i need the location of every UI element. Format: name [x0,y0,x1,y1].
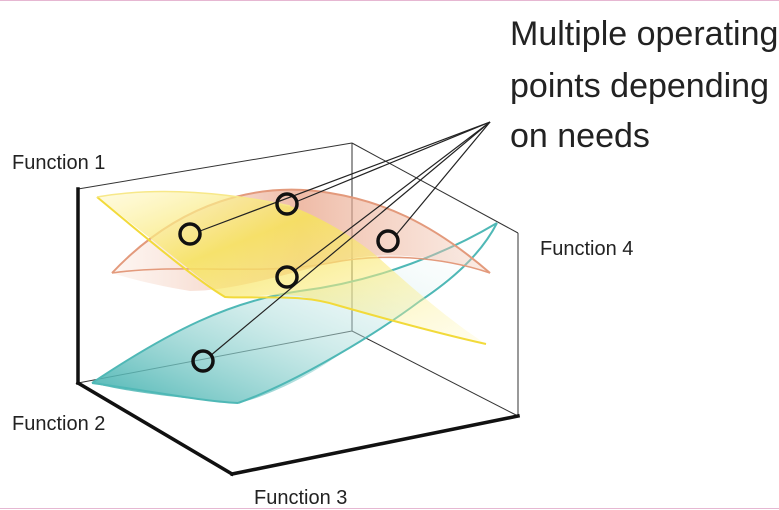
callout-line1: Multiple operating [510,15,778,53]
label-function4: Function 4 [540,238,633,260]
callout-text: Multiple operating points depending on n… [510,15,778,155]
operating-point-marker [178,222,202,246]
callout-line-4 [293,121,491,272]
main-axes [75,187,521,477]
label-function3: Function 3 [254,487,347,509]
callout-lines [199,121,491,357]
label-function2: Function 2 [12,413,105,435]
axis-front-floor [229,413,521,477]
callout-line3: on needs [510,117,650,155]
callout-line-3 [395,121,491,236]
callout-line-1 [199,121,491,232]
callout-line2: points depending [510,67,769,105]
callout-line-2 [297,121,491,202]
label-function1: Function 1 [12,152,105,174]
box-edge-top-back [77,142,353,190]
operating-points [178,192,400,373]
operating-point-marker [376,229,400,253]
box-edge-floor-right [351,330,519,417]
operating-point-marker [191,349,215,373]
callout-line-5 [209,121,491,357]
operating-point-marker [275,265,299,289]
operating-point-marker [275,192,299,216]
axis-function3 [75,380,235,477]
